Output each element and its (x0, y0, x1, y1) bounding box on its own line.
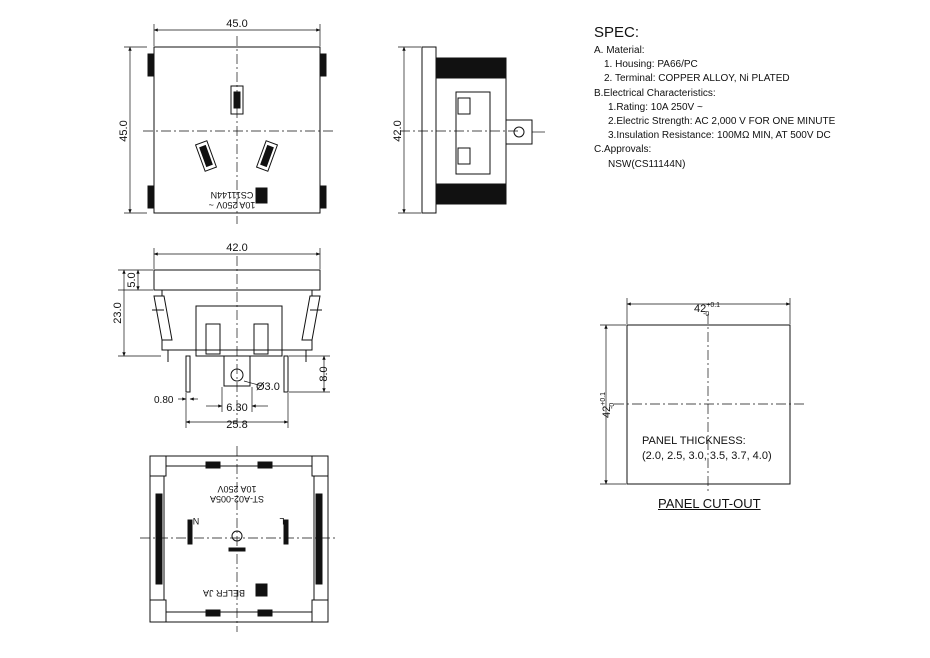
dim-bottom-width: 42.0 (226, 242, 247, 254)
dim-pin-span: 25.8 (226, 419, 247, 431)
bottom-pin-right (283, 355, 289, 393)
spec-line: 2.Electric Strength: AC 2,000 V FOR ONE … (608, 116, 836, 128)
spec-line: 3.Insulation Resistance: 100MΩ MIN, AT 5… (608, 130, 831, 142)
side-terminal-top (457, 97, 471, 115)
cutout-dimensions (600, 298, 791, 485)
rear-terminal-n: N (193, 516, 200, 526)
rear-view (140, 446, 338, 632)
dim-pin-thickness: 0.80 (154, 395, 174, 406)
dim-pin-length: 8.0 (318, 366, 330, 381)
front-view (143, 36, 334, 224)
front-latch-top-right (319, 53, 327, 77)
rear-logo (255, 583, 268, 597)
panel-thickness-label: PANEL THICKNESS: (642, 435, 746, 447)
panel-thickness-values: (2.0, 2.5, 3.0, 3.5, 3.7, 4.0) (642, 450, 772, 462)
dim-side-height: 42.0 (392, 120, 404, 141)
cutout-height: 42+0.1-0 (600, 392, 616, 418)
rear-outer (149, 455, 329, 623)
earth-slot-inner (233, 91, 241, 109)
spec-line: 2. Terminal: COPPER ALLOY, Ni PLATED (604, 73, 790, 85)
bottom-terminal-right (253, 323, 269, 355)
dim-front-width: 45.0 (226, 18, 247, 30)
dim-hole-diameter: Ø3.0 (256, 381, 280, 393)
side-latch-top (435, 57, 507, 79)
panel-cutout-title: PANEL CUT-OUT (658, 496, 761, 511)
front-latch-bottom-left (147, 185, 155, 209)
spec-line: B.Electrical Characteristics: (594, 87, 716, 99)
bottom-mid-block (195, 305, 283, 357)
spec-line: C.Approvals: (594, 144, 652, 156)
approval-logo (255, 187, 268, 204)
front-marking-model: CS11144N (211, 190, 254, 200)
earth-slot (230, 85, 244, 115)
dim-front-height: 45.0 (118, 120, 130, 141)
front-latch-bottom-right (319, 185, 327, 209)
live-slot (255, 140, 279, 172)
spec-line: NSW(CS11144N) (608, 158, 686, 170)
rear-marking-brand: BELFR JA (203, 588, 245, 598)
side-latch-bottom (435, 183, 507, 205)
side-view (400, 46, 545, 214)
spec-title: SPEC: (594, 24, 640, 41)
cutout-square (626, 324, 791, 485)
front-marking-rating: 10A 250V ~ (209, 200, 256, 210)
bottom-latch-left (153, 295, 173, 341)
spec-line: 1.Rating: 10A 250V ~ (608, 101, 703, 113)
side-flange (421, 46, 437, 214)
rear-terminal-l: L (279, 516, 284, 526)
bottom-dimensions (118, 248, 330, 428)
panel-thickness-note: PANEL THICKNESS: (2.0, 2.5, 3.0, 3.5, 3.… (642, 434, 772, 464)
neutral-slot (194, 140, 218, 172)
bottom-latch-right (301, 295, 321, 341)
side-terminal-bottom (457, 147, 471, 165)
side-dimensions (398, 46, 421, 214)
bottom-pin-left (185, 355, 191, 393)
dim-bottom-height: 23.0 (112, 302, 124, 323)
dim-pin-spacing: 6.30 (226, 402, 247, 414)
rear-inner (163, 465, 315, 613)
bottom-terminal-left (205, 323, 221, 355)
rear-marking-model: ST-A02-005A (210, 494, 264, 504)
front-face (153, 46, 321, 214)
panel-cutout (614, 314, 804, 494)
side-pin (505, 119, 533, 145)
side-mid-body (455, 91, 491, 175)
spec-line: 1. Housing: PA66/PC (604, 59, 698, 71)
side-pin-hole (513, 126, 525, 138)
front-latch-top-left (147, 53, 155, 77)
front-dimensions (124, 24, 321, 214)
cutout-width: 42+0.1-0 (694, 302, 720, 318)
bottom-view (152, 256, 322, 424)
rear-marking-rating: 10A 250V (217, 484, 256, 494)
spec-line: A. Material: (594, 45, 645, 56)
dim-bottom-flange: 5.0 (126, 272, 138, 287)
spec-block: SPEC: A. Material: 1. Housing: PA66/PC 2… (594, 24, 835, 172)
